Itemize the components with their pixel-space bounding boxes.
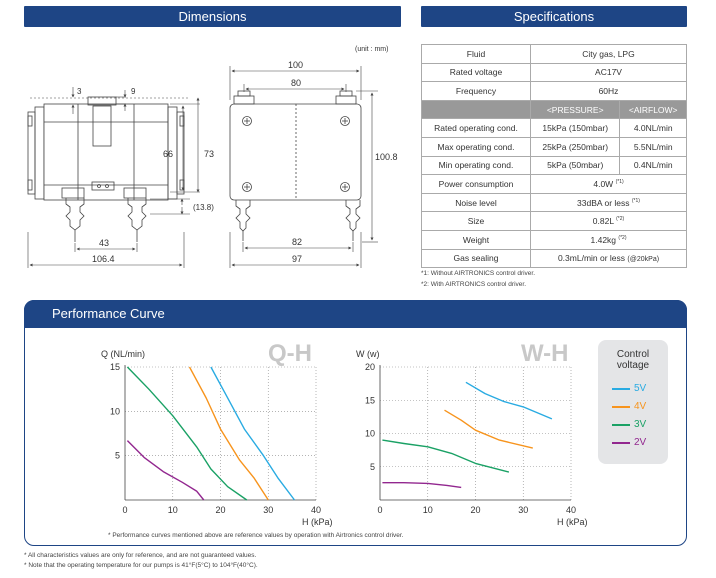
dim-100-8: 100.8 xyxy=(375,152,398,162)
legend-item-3v: 3V xyxy=(612,418,646,431)
footnote-mark: (*1) xyxy=(631,197,640,204)
side-view xyxy=(229,90,362,241)
legend-title-line2: voltage xyxy=(616,360,650,371)
specifications-header-label: Specifications xyxy=(513,9,595,24)
spec-footnote-1: *1: Without AIRTRONICS control driver. xyxy=(421,270,536,277)
y-tick-label: 15 xyxy=(365,395,375,405)
x-tick-label: 0 xyxy=(377,505,382,515)
spec-label: Gas sealing xyxy=(421,248,531,269)
y-tick-label: 15 xyxy=(110,362,120,372)
legend-item-5v: 5V xyxy=(612,382,646,395)
legend-label: 3V xyxy=(634,419,647,430)
x-axis-label: H (kPa) xyxy=(557,517,588,527)
series-line-5v xyxy=(465,381,553,420)
legend-label: 2V xyxy=(634,437,647,448)
performance-header: Performance Curve xyxy=(24,300,687,328)
y-tick-label: 5 xyxy=(115,451,120,461)
x-tick-label: 10 xyxy=(168,505,178,515)
series-line-2v xyxy=(382,482,462,489)
y-tick-label: 20 xyxy=(365,362,375,372)
chart-title: Q-H xyxy=(268,340,312,367)
dimensions-header: Dimensions xyxy=(24,6,401,27)
legend-swatch xyxy=(612,387,630,390)
footnote-mark: (*1) xyxy=(615,179,624,186)
bottom-note-2: * Note that the operating temperature fo… xyxy=(24,562,258,569)
y-axis-label: W (w) xyxy=(356,349,380,359)
x-tick-label: 10 xyxy=(423,505,433,515)
dim-13-8: (13.8) xyxy=(193,203,214,212)
x-tick-label: 0 xyxy=(122,505,127,515)
spec-value-text: 33dBA or less xyxy=(577,197,630,208)
dimension-drawings: 3 9 66 73 (13.8) 43 106.4 10 xyxy=(27,60,398,268)
performance-note: * Performance curves mentioned above are… xyxy=(108,532,404,539)
series-line-3v xyxy=(382,439,510,473)
dim-100: 100 xyxy=(288,60,303,70)
unit-note: (unit : mm) xyxy=(355,46,389,53)
y-axis-label: Q (NL/min) xyxy=(101,349,145,359)
series-line-4v xyxy=(188,366,269,501)
x-tick-label: 30 xyxy=(263,505,273,515)
specifications-header: Specifications xyxy=(421,6,687,27)
dim-43: 43 xyxy=(99,238,109,248)
dim-82: 82 xyxy=(292,237,302,247)
bottom-note-1: * All characteristics values are only fo… xyxy=(24,552,257,559)
front-view xyxy=(27,96,185,242)
side-dimension-lines xyxy=(229,66,378,268)
footnote-mark: (*2) xyxy=(618,234,627,241)
spec-value-text: 4.0W xyxy=(593,178,614,189)
legend-swatch xyxy=(612,441,630,444)
x-tick-label: 40 xyxy=(566,505,576,515)
series-line-5v xyxy=(210,366,296,501)
legend-item-2v: 2V xyxy=(612,436,646,449)
y-tick-label: 5 xyxy=(370,462,375,472)
legend-item-4v: 4V xyxy=(612,400,646,413)
legend-title-line1: Control xyxy=(616,349,650,360)
qh-chart: 0 10 20 30 40 5 10 15 H (kPa) Q (NL/min) Q-H xyxy=(101,340,333,527)
legend-label: 4V xyxy=(634,401,647,412)
legend-swatch xyxy=(612,405,630,408)
dim-106-4: 106.4 xyxy=(92,254,115,264)
series-line-3v xyxy=(126,366,248,501)
spec-row-min: Min operating cond.5kPa (50mbar)0.4NL/mi… xyxy=(421,155,687,176)
dim-97: 97 xyxy=(292,254,302,264)
dim-80: 80 xyxy=(291,78,301,88)
spec-value-text: 0.3mL/min or less xyxy=(557,253,626,264)
front-dimension-lines xyxy=(27,87,200,268)
series-line-4v xyxy=(444,409,533,449)
series-line-2v xyxy=(126,440,205,501)
dimensions-header-label: Dimensions xyxy=(178,9,247,24)
dim-3: 3 xyxy=(77,87,82,96)
dim-9: 9 xyxy=(131,87,136,96)
footnote-mark: (*2) xyxy=(616,216,625,223)
spec-value-text: 1.42kg xyxy=(590,234,617,245)
x-tick-label: 30 xyxy=(518,505,528,515)
spec-value: 0.3mL/min or less (@20kPa) xyxy=(530,248,687,269)
legend-swatch xyxy=(612,423,630,426)
x-tick-label: 20 xyxy=(470,505,480,515)
spec-value-text: 0.82L xyxy=(592,216,614,227)
spec-footnote-2: *2: With AIRTRONICS control driver. xyxy=(421,281,526,288)
performance-header-label: Performance Curve xyxy=(52,306,165,321)
spec-condition-note: (@20kPa) xyxy=(627,256,660,264)
dim-66: 66 xyxy=(163,149,173,159)
x-tick-label: 40 xyxy=(311,505,321,515)
y-tick-label: 10 xyxy=(110,406,120,416)
x-tick-label: 20 xyxy=(215,505,225,515)
dim-73: 73 xyxy=(204,149,214,159)
legend-label: 5V xyxy=(634,383,647,394)
chart-title: W-H xyxy=(521,340,569,367)
wh-chart: 0 10 20 30 40 5 10 15 20 H (kPa) W (w) W-H xyxy=(356,340,588,527)
x-axis-label: H (kPa) xyxy=(302,517,333,527)
y-tick-label: 10 xyxy=(365,429,375,439)
